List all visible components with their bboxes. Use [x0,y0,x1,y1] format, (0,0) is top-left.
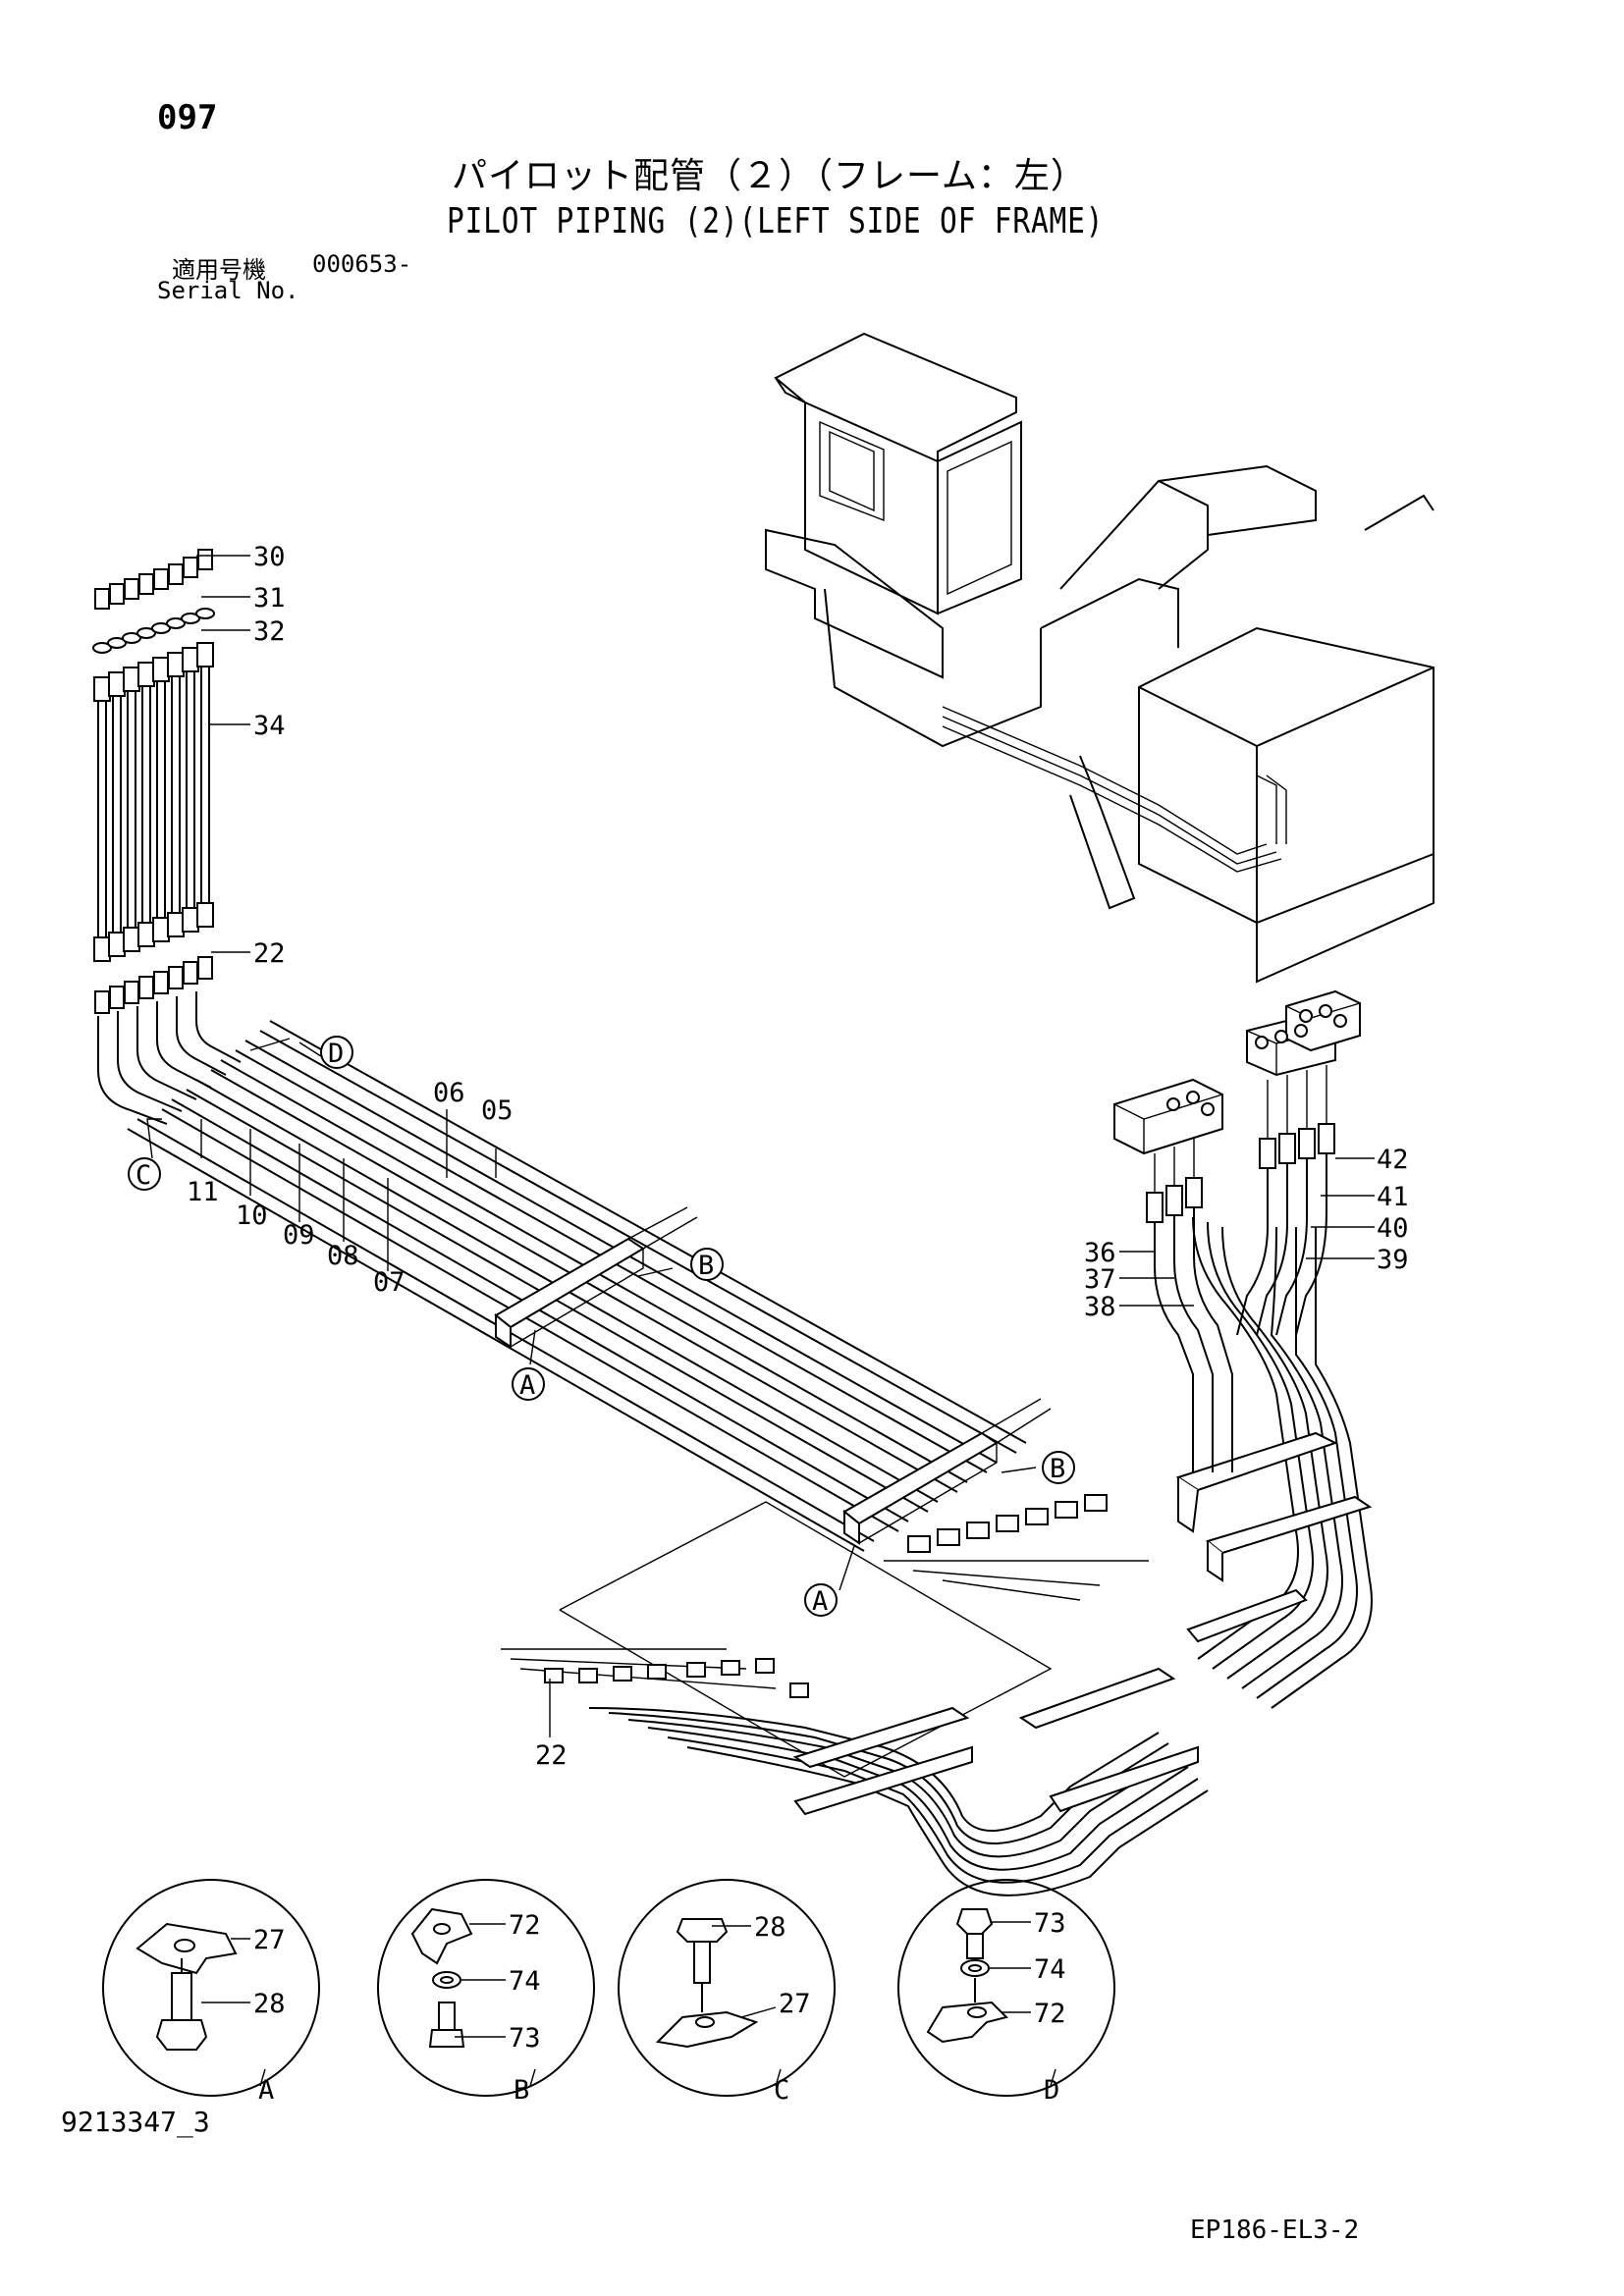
view-ref-B-upper-label: B [698,1251,714,1281]
view-ref-D-label: D [328,1039,344,1069]
callout-22-upper: 22 [253,938,286,969]
detail-B-part-73: 73 [509,2023,541,2054]
callout-30: 30 [253,542,286,572]
callout-34: 34 [253,711,286,741]
detail-A-part-27: 27 [253,1925,286,1955]
serial-number-value: 000653- [312,250,412,278]
callout-37: 37 [1084,1264,1116,1295]
detail-D-label: D [1044,2075,1059,2106]
callout-31: 31 [253,583,286,614]
callout-08: 08 [327,1241,359,1271]
callout-41: 41 [1377,1182,1409,1212]
view-ref-B-lower: B [1042,1451,1075,1484]
document-number: 9213347_3 [61,2106,210,2138]
page-title-japanese: パイロット配管（２）（フレーム：左） [452,156,1087,196]
callout-leaders [146,555,1375,1737]
view-ref-A-lower-label: A [812,1586,828,1617]
detail-A-label: A [258,2075,274,2106]
callout-42: 42 [1377,1145,1409,1175]
detail-B-label: B [514,2075,529,2106]
detail-view-B: 72 74 73 B [377,1879,595,2106]
detail-C-part-28: 28 [754,1912,786,1943]
drawing-code: EP186-EL3-2 [1190,2216,1360,2245]
callout-38: 38 [1084,1292,1116,1322]
machine-overview-illustration [765,332,1435,984]
detail-D-part-74: 74 [1034,1954,1066,1985]
detail-view-C: 28 27 C [618,1879,836,2106]
diagonal-pipe-run [127,1020,1149,1601]
view-ref-B-lower-label: B [1050,1454,1065,1484]
callout-36: 36 [1084,1238,1116,1268]
serial-label-english: Serial No. [157,277,299,304]
callout-32: 32 [253,616,286,647]
detail-A-part-28: 28 [253,1989,286,2019]
pilot-valve-blocks [1113,989,1361,1472]
callout-22-lower: 22 [535,1740,568,1771]
view-ref-A-upper-label: A [519,1370,535,1401]
view-ref-A-upper: A [512,1367,545,1401]
detail-view-D: 73 74 72 D [897,1879,1115,2106]
view-ref-D-top: D [320,1036,353,1069]
detail-B-part-72: 72 [509,1910,541,1941]
view-ref-C: C [128,1157,161,1191]
detail-D-part-72: 72 [1034,1999,1066,2029]
callout-40: 40 [1377,1213,1409,1244]
detail-C-part-27: 27 [779,1989,811,2019]
lower-pipe-assembly [501,1216,1373,1896]
callout-11: 11 [187,1177,219,1207]
callout-10: 10 [236,1201,268,1231]
page-title-english: PILOT PIPING (2)(LEFT SIDE OF FRAME) [447,201,1105,241]
callout-07: 07 [373,1267,406,1298]
serial-label-japanese: 適用号機 [172,256,266,284]
vertical-pipe-bundle [92,549,242,1125]
callout-06: 06 [433,1078,465,1108]
callout-39: 39 [1377,1245,1409,1275]
view-ref-B-upper: B [690,1248,724,1281]
view-ref-C-label: C [135,1160,151,1191]
detail-C-label: C [774,2075,789,2106]
page-number: 097 [157,98,218,137]
callout-05: 05 [481,1095,514,1126]
detail-D-part-73: 73 [1034,1908,1066,1939]
view-ref-A-lower: A [804,1583,838,1617]
callout-09: 09 [283,1220,315,1251]
detail-B-part-74: 74 [509,1966,541,1997]
detail-view-A: 27 28 A [102,1879,320,2106]
